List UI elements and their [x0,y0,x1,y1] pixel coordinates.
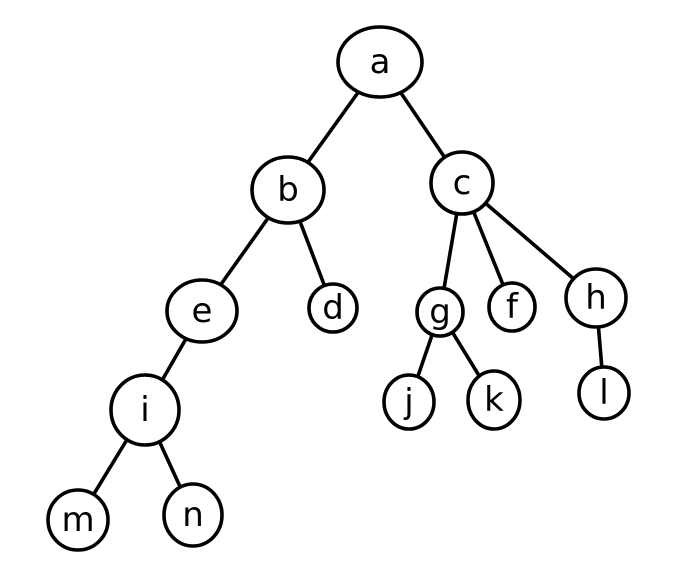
node-circle-f [487,281,537,333]
node-circle-i [109,373,181,447]
node-circle-l [577,365,631,421]
tree-nodes: a b c e d g f h i j k l m n [46,25,631,552]
node-label-c: c [453,163,472,203]
node-l: l [577,365,631,421]
node-circle-m [46,488,110,552]
node-m: m [46,488,110,552]
node-label-a: a [370,42,391,82]
node-label-l: l [599,373,608,413]
node-circle-a [336,25,424,99]
node-n: n [162,482,224,548]
node-label-e: e [192,291,213,331]
node-circle-h [564,267,628,329]
node-d: d [307,282,359,334]
node-circle-g [415,286,465,338]
node-g: g [415,286,465,338]
node-label-k: k [484,380,504,420]
node-b: b [250,155,326,225]
node-f: f [487,281,537,333]
node-circle-c [429,150,495,216]
node-label-d: d [322,288,344,328]
node-circle-e [165,278,239,344]
node-label-g: g [429,292,451,332]
node-label-b: b [277,170,299,210]
node-label-i: i [140,390,149,430]
node-c: c [429,150,495,216]
node-label-n: n [182,495,204,535]
node-h: h [564,267,628,329]
node-k: k [466,369,522,431]
node-j: j [382,373,436,431]
node-i: i [109,373,181,447]
node-e: e [165,278,239,344]
node-a: a [336,25,424,99]
node-circle-b [250,155,326,225]
node-circle-n [162,482,224,548]
node-label-j: j [403,382,413,422]
node-circle-d [307,282,359,334]
node-circle-j [382,373,436,431]
node-label-f: f [506,287,519,327]
node-circle-k [466,369,522,431]
node-label-h: h [585,278,607,318]
node-label-m: m [61,500,94,540]
